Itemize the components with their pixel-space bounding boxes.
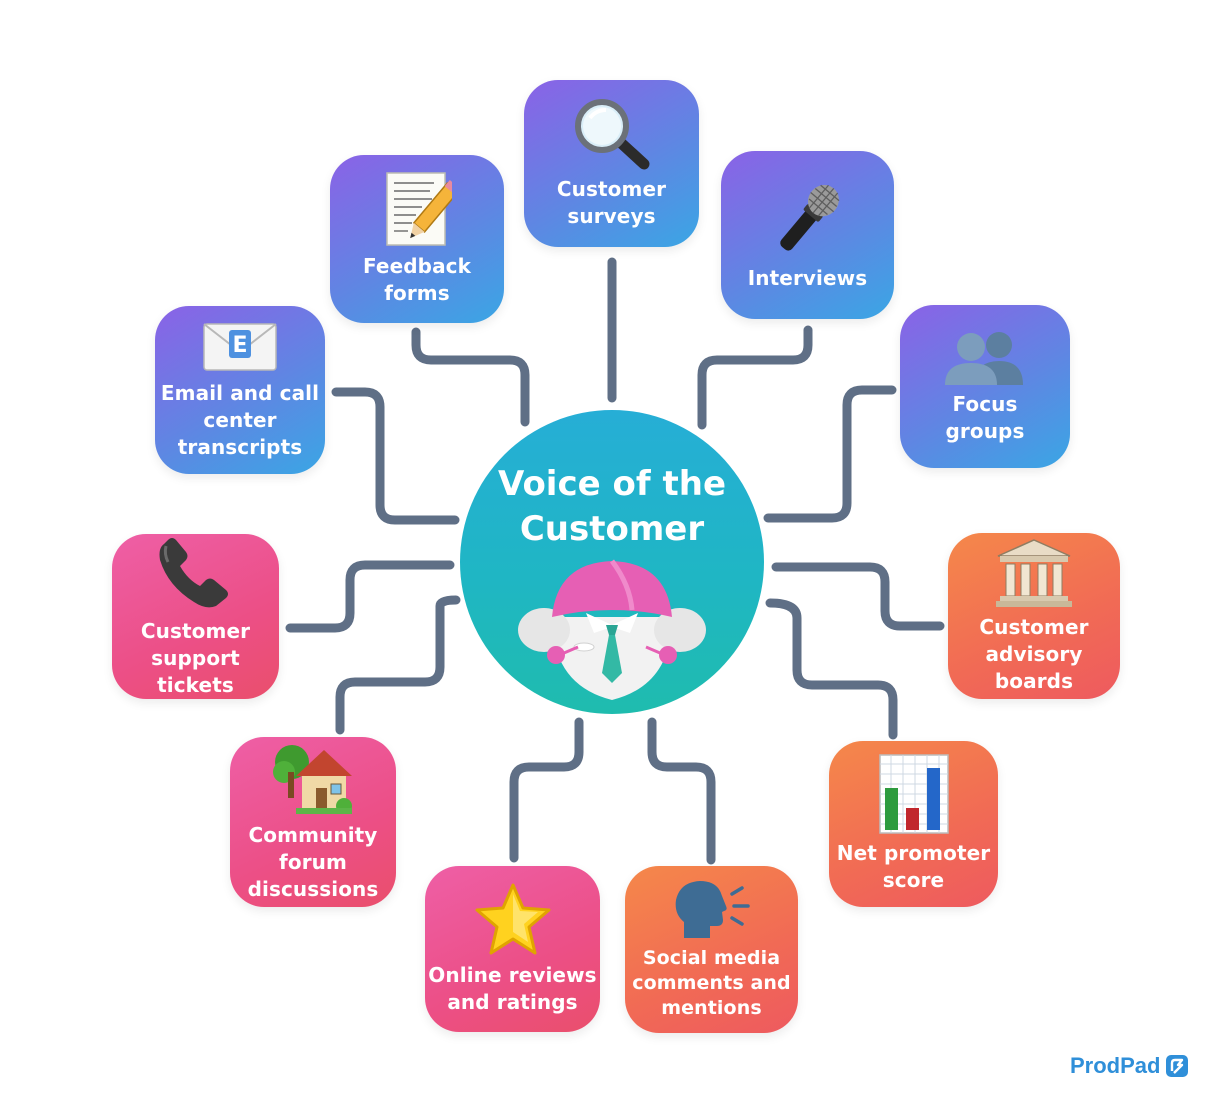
node-label: Email and call center transcripts: [160, 380, 320, 459]
node-label: Community forum discussions: [247, 822, 379, 901]
node-customer-advisory-boards[interactable]: Customer advisory boards: [948, 533, 1120, 699]
connector-interviews: [697, 325, 813, 430]
node-focus-groups[interactable]: Focus groups: [900, 305, 1070, 468]
node-interviews[interactable]: Interviews: [721, 151, 894, 319]
node-social-media[interactable]: Social media comments and mentions: [625, 866, 798, 1033]
center-hub: Voice of the Customer: [460, 410, 764, 714]
brand-logo: ProdPad: [1070, 1053, 1189, 1079]
connector-feedback: [411, 327, 530, 427]
node-feedback-forms[interactable]: Feedback forms: [330, 155, 504, 323]
node-community-forum[interactable]: Community forum discussions: [230, 737, 396, 907]
connector-nps: [765, 598, 898, 740]
node-customer-surveys[interactable]: Customer surveys: [524, 80, 699, 247]
house-garden-icon: [273, 744, 352, 814]
star-icon: [475, 883, 550, 955]
hub-title: Voice of the Customer: [497, 464, 727, 549]
prodpad-logo-icon: [1166, 1055, 1189, 1077]
node-label: Customer support tickets: [140, 619, 251, 697]
svg-text:E: E: [232, 333, 247, 358]
node-label: Feedback forms: [362, 254, 472, 305]
speaking-head-icon: [675, 881, 750, 938]
node-email-call-center[interactable]: E Email and call center transcripts: [155, 306, 325, 474]
node-label: Net promoter score: [836, 841, 991, 892]
microphone-icon: [779, 184, 839, 251]
connector-focus: [763, 385, 897, 523]
node-label: Focus groups: [945, 391, 1025, 443]
connector-email: [331, 387, 460, 525]
people-silhouette-icon: [945, 331, 1023, 385]
classical-building-icon: [996, 538, 1072, 607]
node-label: Customer surveys: [556, 176, 667, 228]
prodpad-mascot-icon: [518, 559, 706, 700]
envelope-icon: E: [203, 322, 277, 371]
node-label: Online reviews and ratings: [428, 963, 597, 1014]
connector-social: [647, 717, 716, 865]
magnifying-glass-icon: [574, 98, 649, 169]
telephone-icon: [159, 538, 228, 608]
memo-pencil-icon: [386, 172, 452, 246]
connector-support: [285, 560, 455, 633]
node-customer-support-tickets[interactable]: Customer support tickets: [112, 534, 279, 699]
bar-chart-icon: [878, 754, 949, 834]
node-online-reviews[interactable]: Online reviews and ratings: [425, 866, 600, 1032]
node-net-promoter-score[interactable]: Net promoter score: [829, 741, 998, 907]
brand-name: ProdPad: [1070, 1053, 1161, 1078]
connector-reviews: [509, 717, 584, 863]
connector-community: [335, 595, 461, 735]
node-label: Customer advisory boards: [979, 614, 1089, 693]
connector-advisory: [771, 562, 945, 631]
node-label: Social media comments and mentions: [632, 947, 791, 1019]
node-label: Interviews: [747, 265, 868, 290]
